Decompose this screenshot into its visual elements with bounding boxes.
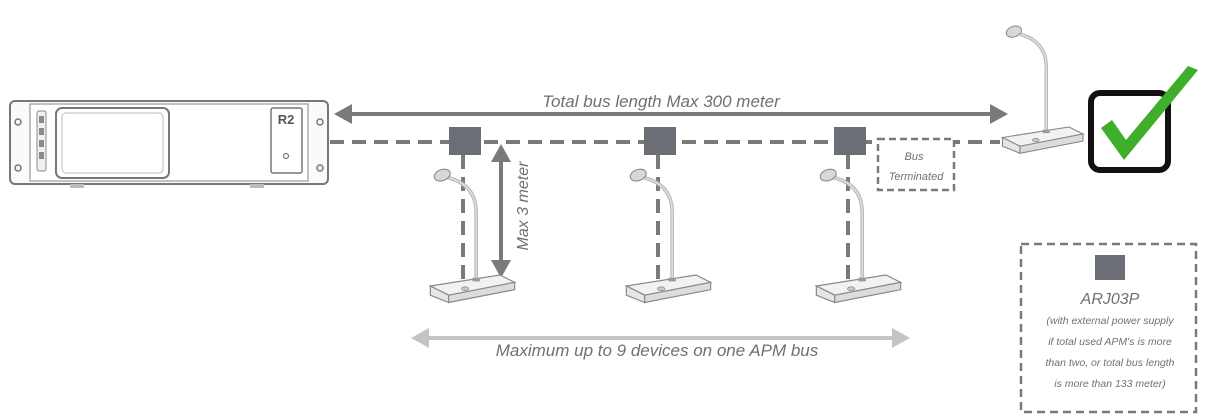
bus-terminated-line1: Bus bbox=[905, 151, 924, 163]
desk-microphone-icon bbox=[624, 165, 713, 305]
legend-junction-swatch bbox=[1095, 255, 1125, 280]
bus-length-label: Total bus length Max 300 meter bbox=[542, 92, 781, 111]
max-devices-label: Maximum up to 9 devices on one APM bus bbox=[496, 341, 819, 360]
bus-terminated-line2: Terminated bbox=[889, 171, 945, 183]
max-devices-arrow bbox=[411, 328, 910, 348]
junction-box-2 bbox=[644, 127, 676, 155]
device-label: R2 bbox=[278, 112, 295, 127]
legend-note-line: (with external power supply bbox=[1046, 315, 1174, 327]
legend-box: ARJ03P (with external power supply if to… bbox=[1019, 242, 1198, 414]
bus-length-arrow bbox=[334, 104, 1008, 124]
stub-length-label: Max 3 meter bbox=[515, 161, 532, 251]
legend-note-line: if total used APM's is more bbox=[1048, 336, 1172, 348]
green-check-icon bbox=[1088, 66, 1198, 173]
junction-box-3 bbox=[834, 127, 866, 155]
r2-rack-unit: R2 bbox=[9, 100, 329, 188]
legend-title: ARJ03P bbox=[1080, 291, 1140, 308]
desk-microphone-icon bbox=[1000, 22, 1085, 156]
bus-terminated-box: Bus Terminated bbox=[876, 137, 956, 192]
junction-box-1 bbox=[449, 127, 481, 155]
legend-note-line: is more than 133 meter) bbox=[1054, 378, 1165, 390]
stub-length-arrow bbox=[491, 144, 511, 278]
legend-note-line: than two, or total bus length bbox=[1046, 357, 1175, 369]
